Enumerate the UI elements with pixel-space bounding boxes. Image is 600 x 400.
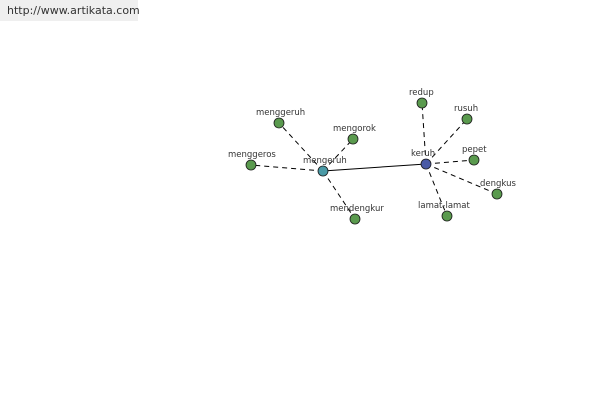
node-label-mengeruh[interactable]: mengeruh bbox=[303, 156, 347, 166]
node-label-dengkus[interactable]: dengkus bbox=[480, 179, 516, 189]
node-label-menggeros[interactable]: menggeros bbox=[228, 150, 276, 160]
edge-mengeruh-menggeros bbox=[250, 164, 324, 172]
node-label-redup[interactable]: redup bbox=[409, 88, 434, 98]
node-label-rusuh[interactable]: rusuh bbox=[454, 104, 478, 114]
edge-mengeruh-menggeruh bbox=[278, 122, 324, 172]
node-label-menggeruh[interactable]: menggeruh bbox=[256, 108, 305, 118]
edge-mengeruh-mengorok bbox=[322, 138, 354, 172]
source-url[interactable]: http://www.artikata.com bbox=[7, 4, 140, 17]
node-label-mendengkur[interactable]: mendengkur bbox=[330, 204, 384, 214]
nodes-layer bbox=[245, 97, 503, 225]
node-label-lamat-lamat[interactable]: lamat-lamat bbox=[418, 201, 471, 211]
node-keruh[interactable] bbox=[420, 158, 432, 170]
node-rusuh[interactable] bbox=[461, 113, 473, 125]
node-mengorok[interactable] bbox=[347, 133, 359, 145]
source-bar: http://www.artikata.com bbox=[0, 0, 140, 21]
edge-keruh-rusuh bbox=[425, 118, 468, 165]
edge-keruh-redup bbox=[421, 102, 427, 165]
node-menggeruh[interactable] bbox=[273, 117, 285, 129]
edges-layer bbox=[250, 102, 498, 220]
edge-keruh-pepet bbox=[425, 159, 475, 165]
node-label-pepet[interactable]: pepet bbox=[462, 145, 487, 155]
node-label-mengorok[interactable]: mengorok bbox=[333, 124, 376, 134]
node-menggeros[interactable] bbox=[245, 159, 257, 171]
node-mendengkur[interactable] bbox=[349, 213, 361, 225]
node-lamat-lamat[interactable] bbox=[441, 210, 453, 222]
labels-layer: mengeruh keruh menggeruh mengorok menggeros m… bbox=[228, 88, 516, 214]
node-pepet[interactable] bbox=[468, 154, 480, 166]
edge-keruh-dengkus bbox=[425, 163, 498, 195]
node-label-keruh[interactable]: keruh bbox=[411, 149, 435, 159]
node-dengkus[interactable] bbox=[491, 188, 503, 200]
edge-mengeruh-keruh bbox=[322, 163, 427, 172]
edge-keruh-lamat-lamat bbox=[425, 163, 448, 217]
node-mengeruh[interactable] bbox=[317, 165, 329, 177]
edge-mengeruh-mendengkur bbox=[322, 170, 356, 220]
node-redup[interactable] bbox=[416, 97, 428, 109]
